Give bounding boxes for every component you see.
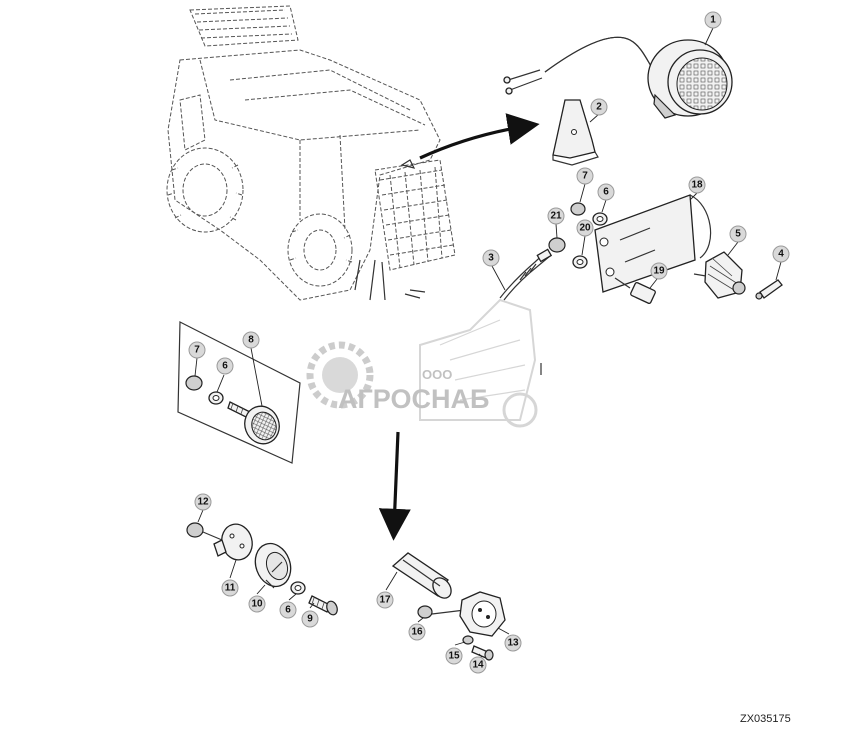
svg-text:6: 6 [603,187,609,198]
tractor-illustration [166,5,456,301]
detail-box-8 [177,321,301,464]
svg-text:17: 17 [379,595,391,606]
watermark-name: АГРОСНАБ [338,384,489,414]
callout-20: 20 [576,219,594,237]
callout-5: 5 [729,225,747,243]
svg-text:15: 15 [448,651,460,662]
fasteners-upper [499,202,608,301]
bracket-18-assembly [594,194,783,304]
svg-text:9: 9 [307,614,313,625]
work-light-assembly [503,36,733,119]
svg-text:3: 3 [488,253,494,264]
callout-17: 17 [376,591,394,609]
svg-text:5: 5 [735,229,741,240]
watermark-prefix: ООО [422,367,452,382]
callout-6-upper: 6 [597,183,615,201]
svg-text:11: 11 [225,583,236,594]
arrow-to-socket [378,431,411,541]
svg-text:14: 14 [472,660,484,671]
callout-13: 13 [504,634,522,652]
arrow-to-work-light [419,113,540,160]
svg-text:6: 6 [285,605,291,616]
svg-text:13: 13 [507,638,519,649]
bracket-2 [552,99,599,166]
svg-text:16: 16 [411,627,423,638]
svg-text:8: 8 [248,335,254,346]
callout-6-box: 6 [216,357,234,375]
leader-lines [194,27,782,658]
svg-text:2: 2 [596,102,602,113]
callout-8: 8 [242,331,260,349]
callout-4: 4 [772,245,790,263]
svg-text:4: 4 [778,249,784,260]
callout-15: 15 [445,647,463,665]
callout-18: 18 [688,176,706,194]
callout-7-upper: 7 [576,167,594,185]
callout-3: 3 [482,249,500,267]
callout-11: 11 [221,579,239,597]
lower-left-assembly [186,522,338,616]
callout-6-lower: 6 [279,601,297,619]
svg-text:7: 7 [582,171,588,182]
callout-10: 10 [248,595,266,613]
svg-text:20: 20 [579,223,591,234]
svg-text:12: 12 [197,497,209,508]
socket-assembly [391,552,506,661]
svg-text:19: 19 [653,266,665,277]
callout-16: 16 [408,623,426,641]
svg-text:10: 10 [251,599,263,610]
svg-text:18: 18 [691,180,703,191]
svg-text:7: 7 [194,345,200,356]
watermark-logo: ООО АГРОСНАБ [306,298,538,428]
svg-text:6: 6 [222,361,228,372]
callout-7-box: 7 [188,341,206,359]
callout-21: 21 [547,207,565,225]
callout-1: 1 [704,11,722,29]
callout-2: 2 [590,98,608,116]
callout-12: 12 [194,493,212,511]
svg-text:1: 1 [710,15,716,26]
drawing-code: ZX035175 [740,713,791,725]
callout-14: 14 [469,656,487,674]
callout-19: 19 [650,262,668,280]
svg-text:21: 21 [550,211,562,222]
callout-9: 9 [301,610,319,628]
